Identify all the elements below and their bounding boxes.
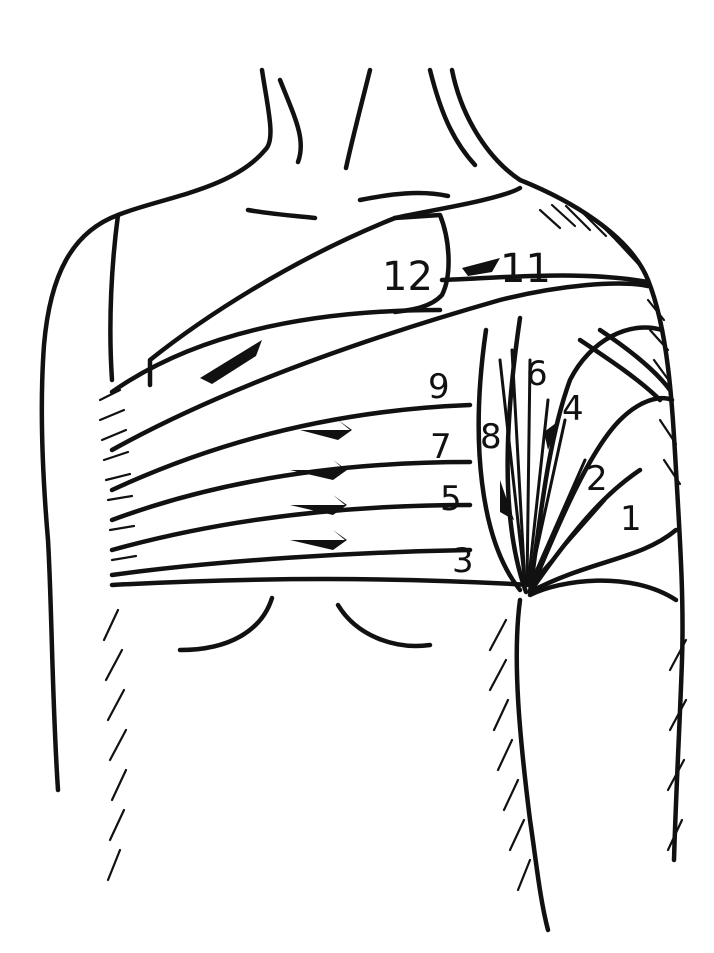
label-turn-4: 4 <box>562 389 584 429</box>
label-turn-6: 6 <box>526 354 548 394</box>
right-arm <box>517 581 676 930</box>
label-turn-5: 5 <box>440 479 462 519</box>
chest-contours <box>180 598 430 650</box>
arrow-turn-12 <box>200 340 262 384</box>
label-turn-1: 1 <box>620 499 642 539</box>
arm-shading <box>490 620 686 890</box>
left-side-shading <box>100 390 136 880</box>
arrow-turn-11 <box>462 258 500 276</box>
label-turn-9: 9 <box>428 367 450 407</box>
label-turn-3: 3 <box>452 541 474 581</box>
body-outline <box>42 150 683 860</box>
label-turn-7: 7 <box>430 427 452 467</box>
label-turn-11: 11 <box>500 246 551 292</box>
label-turn-8: 8 <box>480 417 502 457</box>
neck <box>262 70 520 180</box>
arrow-chest-4 <box>290 530 347 550</box>
arrow-chest-2 <box>290 460 347 480</box>
label-turn-2: 2 <box>586 459 608 499</box>
label-turn-12: 12 <box>382 254 433 300</box>
shoulder-fan <box>479 318 676 592</box>
